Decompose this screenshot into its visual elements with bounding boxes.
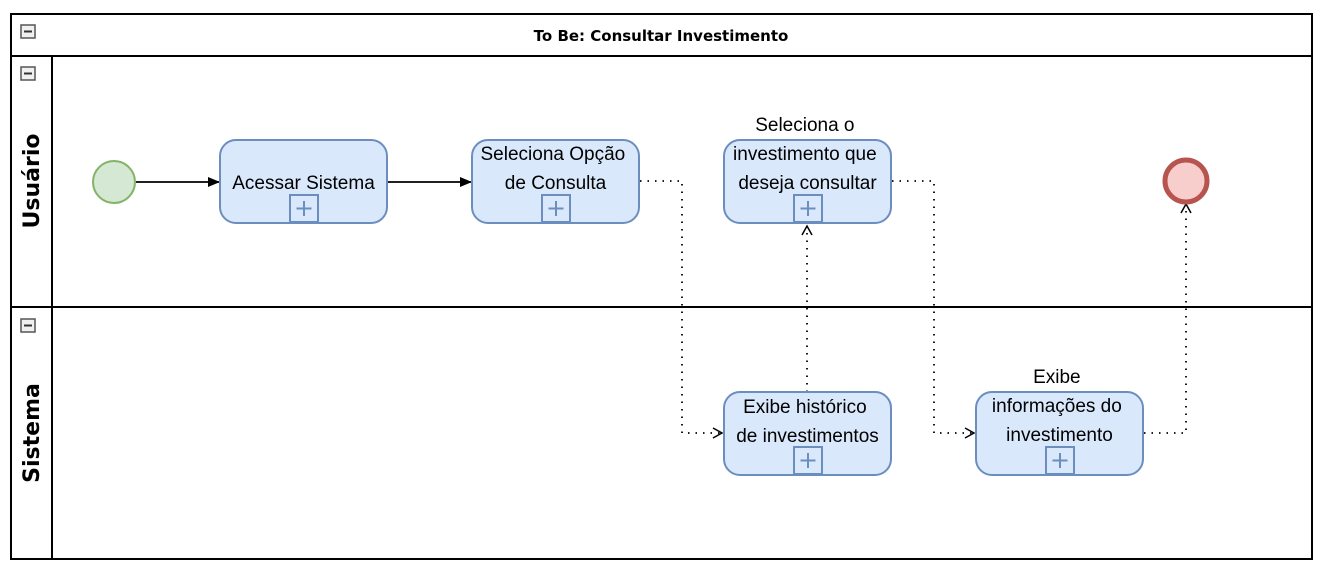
task-label-line: Acessar Sistema xyxy=(232,173,375,194)
task-exibe-historico[interactable]: Exibe histórico de investimentos xyxy=(723,391,892,476)
start-event[interactable] xyxy=(92,160,136,204)
task-label-line: Exibe histórico xyxy=(743,397,867,418)
pool-collapse-icon[interactable] xyxy=(20,24,36,39)
task-seleciona-investimento[interactable]: Seleciona o investimento que deseja cons… xyxy=(723,115,892,224)
lane-usuario: Usuário xyxy=(11,56,1312,559)
task-label: Seleciona o investimento que deseja cons… xyxy=(733,115,882,194)
pool: To Be: Consultar Investimento xyxy=(10,13,1313,560)
subprocess-plus-icon[interactable] xyxy=(793,194,823,223)
task-label: Acessar Sistema xyxy=(232,173,375,194)
message-flows xyxy=(640,180,1192,439)
task-acessar-sistema[interactable]: Acessar Sistema xyxy=(219,139,388,224)
lane-label-sistema: Sistema xyxy=(20,383,45,483)
lane-usuario-collapse-icon[interactable] xyxy=(20,66,36,81)
task-label-line: Exibe xyxy=(1033,367,1081,388)
task-label-line: informações do xyxy=(992,396,1122,417)
task-label-line: Seleciona Opção xyxy=(481,144,626,165)
task-label-line: Seleciona o xyxy=(755,115,854,136)
task-label-line: deseja consultar xyxy=(738,173,877,194)
task-label-line: investimento xyxy=(1006,425,1113,446)
task-exibe-informacoes[interactable]: Exibe informações do investimento xyxy=(975,367,1144,476)
lane-sistema-collapse-icon[interactable] xyxy=(20,318,36,333)
task-seleciona-opcao[interactable]: Seleciona Opção de Consulta xyxy=(471,139,640,224)
lane-sistema: Sistema xyxy=(20,318,45,483)
lane-label-usuario: Usuário xyxy=(20,134,45,229)
subprocess-plus-icon[interactable] xyxy=(793,446,823,475)
task-label: Exibe histórico de investimentos xyxy=(736,397,879,447)
pool-title: To Be: Consultar Investimento xyxy=(534,27,789,45)
task-label-line: investimento que xyxy=(733,144,877,165)
task-label-line: de Consulta xyxy=(505,173,607,194)
pool-border xyxy=(10,13,1313,560)
subprocess-plus-icon[interactable] xyxy=(1045,446,1075,475)
subprocess-plus-icon[interactable] xyxy=(541,194,571,223)
subprocess-plus-icon[interactable] xyxy=(289,194,319,223)
end-event[interactable] xyxy=(1162,157,1210,205)
task-label: Exibe informações do investimento xyxy=(992,367,1127,446)
task-label-line: de investimentos xyxy=(736,426,879,447)
task-label: Seleciona Opção de Consulta xyxy=(481,144,631,194)
